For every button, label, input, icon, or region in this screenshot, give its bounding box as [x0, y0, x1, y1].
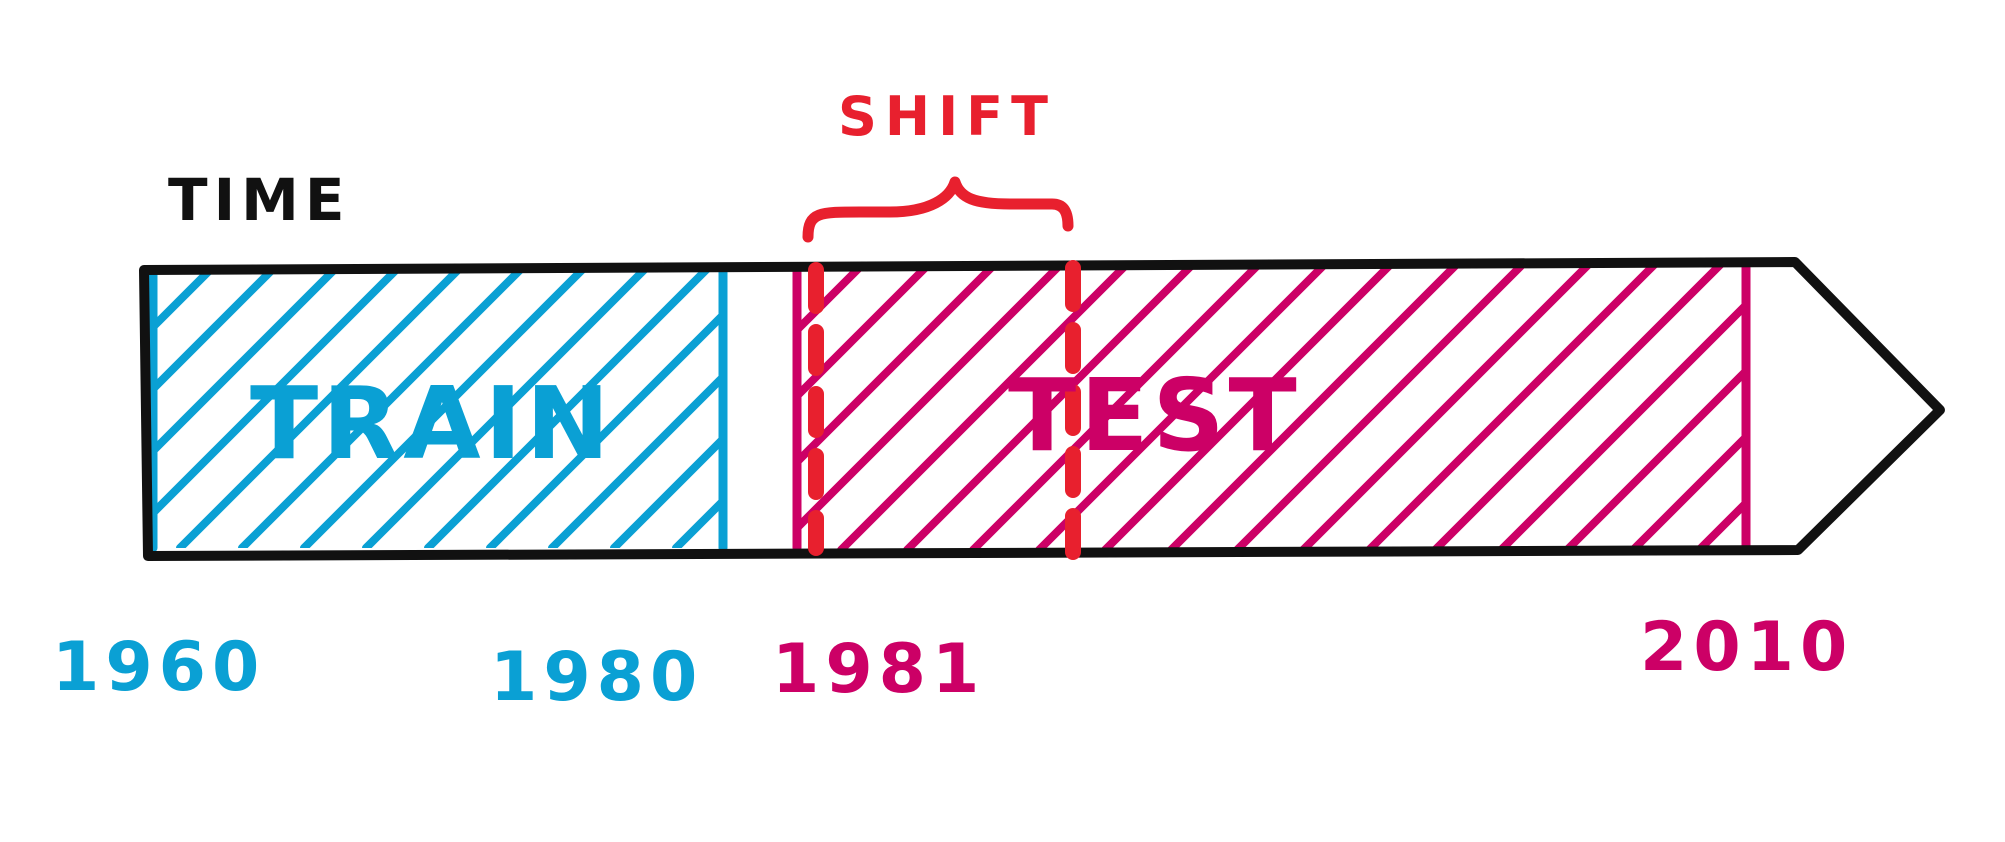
train-hatch-stroke [486, 312, 720, 548]
train-hatch-stroke [610, 436, 720, 548]
train-hatch-stroke [148, 268, 278, 400]
test-hatch-stroke [1167, 264, 1461, 550]
train-hatch-stroke [176, 268, 464, 548]
year-test-end: 2010 [1640, 608, 1853, 687]
year-train-end: 1980 [490, 638, 703, 717]
year-train-start: 1960 [52, 628, 265, 707]
year-test-start: 1981 [772, 630, 985, 709]
test-hatch-stroke [1035, 264, 1329, 550]
train-hatch-stroke [300, 268, 588, 548]
test-hatch-stroke [969, 264, 1263, 550]
test-hatch-stroke [795, 264, 1065, 536]
train-hatch-stroke [148, 268, 216, 338]
shift-label: SHIFT [838, 85, 1056, 148]
test-hatch-stroke [1563, 366, 1745, 550]
time-label: TIME [168, 166, 350, 234]
test-label: TEST [1008, 357, 1301, 474]
test-hatch-stroke [1365, 264, 1659, 550]
test-hatch-stroke [903, 264, 1197, 550]
train-hatch-stroke [362, 268, 650, 548]
train-hatch-stroke [238, 268, 526, 548]
test-hatch-stroke [1233, 264, 1527, 550]
test-hatch-stroke [837, 264, 1131, 550]
test-hatch-stroke [795, 264, 933, 404]
train-hatch-stroke [148, 268, 402, 524]
test-hatch-stroke [1629, 432, 1745, 550]
test-hatch-stroke [1299, 264, 1593, 550]
test-hatch-stroke [1497, 300, 1745, 550]
train-hatch-stroke [424, 268, 712, 548]
test-hatching [795, 264, 1745, 550]
train-hatch-stroke [148, 268, 340, 462]
timeline-arrow [139, 257, 1945, 561]
train-hatch-stroke [148, 268, 154, 276]
shift-brace [802, 176, 1074, 243]
test-hatch-stroke [795, 264, 999, 470]
test-hatch-stroke [1431, 264, 1725, 550]
train-hatching [148, 268, 720, 548]
train-hatch-stroke [548, 374, 720, 548]
test-hatch-stroke [1101, 264, 1395, 550]
train-label: TRAIN [250, 365, 614, 482]
